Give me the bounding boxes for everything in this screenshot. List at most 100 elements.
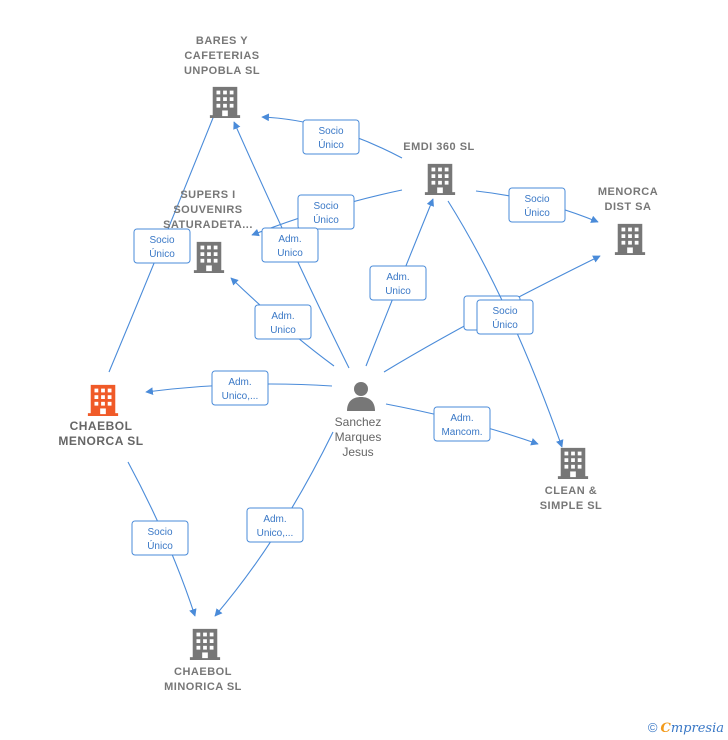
node-label-line: SOUVENIRS xyxy=(173,204,242,216)
building-icon xyxy=(557,447,589,479)
node-supers[interactable]: SUPERS I SOUVENIRS SATURADETA... xyxy=(163,189,253,273)
building-icon xyxy=(209,86,241,118)
node-label-line: CHAEBOL xyxy=(70,419,133,433)
edge-sanchez-to-clean: Adm. Mancom. xyxy=(385,403,539,446)
edge-sanchez-to-chaebol_minorica: Adm. Unico,... xyxy=(214,431,334,617)
edge-label-box xyxy=(131,520,189,556)
edge-label-line: Adm. xyxy=(228,377,251,388)
node-label-line: MENORCA SL xyxy=(58,434,143,448)
brand-logo-initial: C xyxy=(660,721,671,736)
edge-sanchez-to-supers: Adm. Unico xyxy=(230,277,335,367)
edge-label-box xyxy=(133,228,191,264)
edge-label-box xyxy=(508,187,566,223)
node-label-line: SUPERS I xyxy=(180,189,235,201)
edge-label-line: Adm. xyxy=(386,272,409,283)
edge-label[interactable]: Adm. Mancom. xyxy=(433,406,491,442)
node-chaebol_minorica[interactable]: CHAEBOL MINORICA SL xyxy=(164,628,242,693)
edge-label-box xyxy=(369,265,427,301)
building-icon xyxy=(614,223,646,255)
edge-label-line: Único xyxy=(313,213,339,226)
node-label-line: Sanchez xyxy=(335,415,382,429)
edge-label-line: Socio xyxy=(492,306,517,317)
edge-label-line: Unico,... xyxy=(257,528,294,539)
edge-label-line: Socio xyxy=(313,201,338,212)
node-label-line: BARES Y xyxy=(196,35,248,47)
building-icon xyxy=(87,384,119,416)
edge-label-box xyxy=(261,227,319,263)
node-label-line: Marques xyxy=(335,430,382,444)
edge-label[interactable]: Adm. Unico xyxy=(369,265,427,301)
edge-label-line: Unico xyxy=(277,248,303,259)
node-bares[interactable]: BARES Y CAFETERIAS UNPOBLA SL xyxy=(184,35,260,118)
edge-label-line: Unico xyxy=(385,286,411,297)
edge-label-box xyxy=(211,370,269,406)
building-icon xyxy=(189,628,221,660)
edge-label-line: Único xyxy=(149,247,175,260)
nodes-layer: BARES Y CAFETERIAS UNPOBLA SL SUPERS I SOUVE… xyxy=(58,35,658,693)
brand-name: mpresia xyxy=(670,721,724,736)
node-label-line: EMDI 360 SL xyxy=(403,141,475,153)
edge-label[interactable]: Adm. Unico xyxy=(254,304,312,340)
person-icon xyxy=(347,382,375,411)
node-label-line: Jesus xyxy=(342,445,373,459)
edge-label-line: Mancom. xyxy=(441,427,482,438)
edge-label-line: Único xyxy=(318,138,344,151)
edge-label-line: Adm. xyxy=(271,311,294,322)
node-label-line: SATURADETA... xyxy=(163,219,253,231)
node-label-line: UNPOBLA SL xyxy=(184,65,260,77)
footer-brand: ©Cmpresia xyxy=(648,720,724,736)
edge-sanchez-to-emdi: Adm. Unico xyxy=(365,198,434,367)
edge-label-line: Unico,... xyxy=(222,391,259,402)
edge-label-box xyxy=(433,406,491,442)
building-icon xyxy=(193,241,225,273)
edge-label-line: Unico xyxy=(270,325,296,336)
edge-label-line: Socio xyxy=(149,235,174,246)
node-label-line: CLEAN & xyxy=(545,485,597,497)
node-emdi[interactable]: EMDI 360 SL xyxy=(403,141,475,195)
edge-label-line: Adm. xyxy=(263,514,286,525)
node-label-line: MENORCA xyxy=(598,186,658,198)
node-label-line: CHAEBOL xyxy=(174,666,232,678)
edge-label-box xyxy=(302,119,360,155)
edge-label[interactable]: Adm. Unico,... xyxy=(211,370,269,406)
node-label-line: SIMPLE SL xyxy=(540,500,603,512)
copyright-symbol: © xyxy=(647,720,658,735)
edge-label-box xyxy=(476,299,534,335)
edge-label-box xyxy=(246,507,304,543)
node-label-line: MINORICA SL xyxy=(164,681,242,693)
node-label-line: CAFETERIAS xyxy=(184,50,259,62)
edge-label-line: Socio xyxy=(147,527,172,538)
edge-label-line: Adm. xyxy=(278,234,301,245)
edge-label[interactable]: Adm. Unico xyxy=(261,227,319,263)
edge-label-box xyxy=(297,194,355,230)
building-icon xyxy=(424,163,456,195)
edge-label[interactable]: Adm. Unico,... xyxy=(246,507,304,543)
edge-label-line: Socio xyxy=(318,126,343,137)
edge-label-line: Único xyxy=(524,206,550,219)
edges-layer: SocioÚnicoSocioÚnicoSocioÚnicoSocioÚnico… xyxy=(108,102,601,617)
edge-sanchez-to-bares: Adm. Unico xyxy=(233,121,350,369)
edge-label-line: Adm. xyxy=(450,413,473,424)
edge-label-line: Único xyxy=(147,539,173,552)
edge-label-line: Único xyxy=(492,318,518,331)
edge-label-box xyxy=(254,304,312,340)
node-clean[interactable]: CLEAN & SIMPLE SL xyxy=(540,447,603,512)
edge-label-line: Socio xyxy=(524,194,549,205)
edge-sanchez-to-chaebol_menorca: Adm. Unico,... xyxy=(145,370,333,406)
